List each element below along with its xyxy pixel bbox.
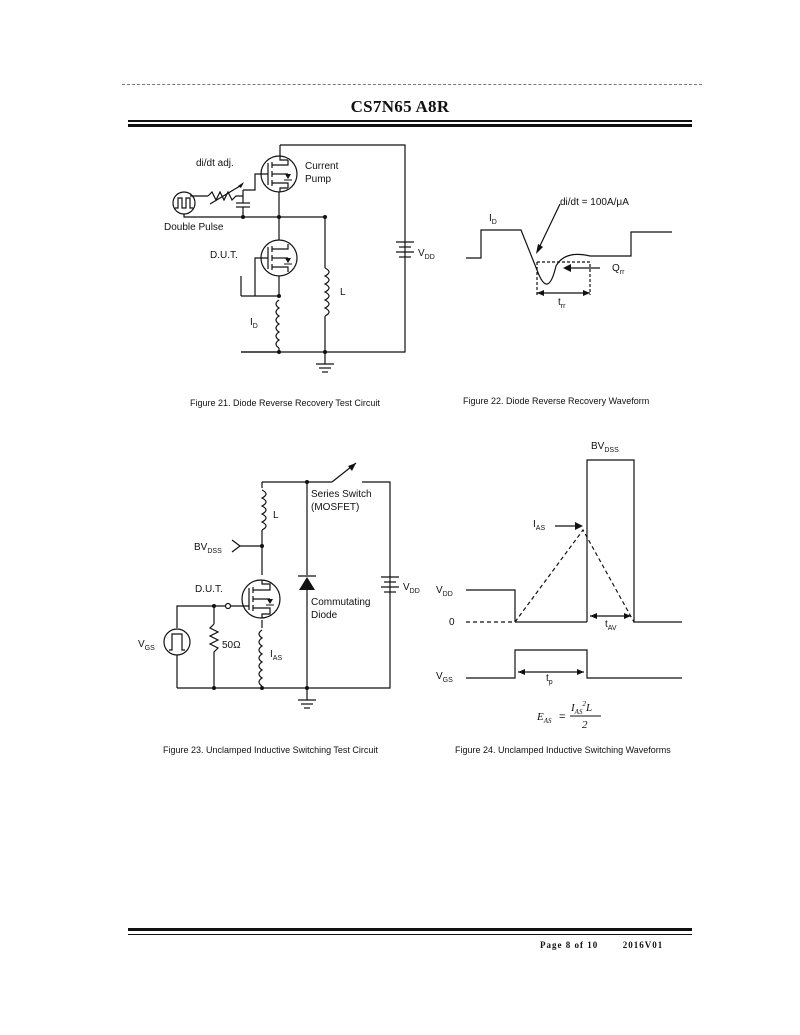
label-bvdss-sub: DSS <box>207 548 222 555</box>
footer-rule-bottom <box>128 934 692 935</box>
label-vdd-sub: DD <box>443 591 453 598</box>
svg-text:EAS: EAS <box>536 711 552 725</box>
svg-text:tp: tp <box>546 673 553 686</box>
page-title: CS7N65 A8R <box>350 97 450 116</box>
figure-21-caption: Figure 21. Diode Reverse Recovery Test C… <box>190 398 380 408</box>
label-vgs: V <box>436 671 443 682</box>
label-qrr-sub: rr <box>620 269 625 276</box>
label-didt-100: di/dt = 100A/μA <box>560 197 629 208</box>
footer: Page 8 of 10 2016V01 <box>540 940 663 950</box>
formula-e-sub: AS <box>543 717 552 725</box>
svg-text:Qrr: Qrr <box>612 263 625 276</box>
label-id-sub: D <box>253 323 258 330</box>
formula-den: 2 <box>582 719 588 731</box>
formula-i: I <box>570 702 576 714</box>
svg-text:BVDSS: BVDSS <box>194 542 222 555</box>
header-dashed-line <box>122 84 702 85</box>
label-vdd: V <box>436 585 443 596</box>
svg-text:BVDSS: BVDSS <box>591 441 619 454</box>
label-l: L <box>273 510 279 521</box>
label-qrr: Q <box>612 263 620 274</box>
svg-text:VDD: VDD <box>403 582 420 595</box>
svg-text:IAS: IAS <box>270 649 282 662</box>
label-current: Current <box>305 161 339 172</box>
label-50-ohm: 50Ω <box>222 640 241 651</box>
label-tp: t <box>546 673 549 684</box>
label-bvdss: BV <box>194 542 208 553</box>
label-trr: t <box>558 297 561 308</box>
label-vgs-sub: GS <box>443 677 453 684</box>
label-l: L <box>340 287 346 298</box>
label-vgs-sub: GS <box>145 645 155 652</box>
label-commutating: Commutating <box>311 597 370 608</box>
label-didt-adj: di/dt adj. <box>196 158 234 169</box>
formula-e: E <box>536 711 544 723</box>
eas-formula: EAS = IAS2L 2 <box>536 700 601 731</box>
label-ias: I <box>270 649 273 660</box>
label-tav: t <box>605 619 608 630</box>
svg-text:VGS: VGS <box>436 671 453 684</box>
label-series-switch: Series Switch <box>311 489 372 500</box>
label-vdd-sub: DD <box>410 588 420 595</box>
label-bvdss-sub: DSS <box>604 447 619 454</box>
label-id: I <box>489 213 492 224</box>
svg-text:VGS: VGS <box>138 639 155 652</box>
header-rule-bottom <box>128 124 692 127</box>
label-zero: 0 <box>449 617 455 628</box>
label-tp-sub: p <box>549 679 553 686</box>
svg-text:VDD: VDD <box>418 248 435 261</box>
formula-eq: = <box>559 711 565 723</box>
label-vdd: V <box>418 248 425 259</box>
label-vdd-sub: DD <box>425 254 435 261</box>
label-mosfet: (MOSFET) <box>311 502 359 513</box>
header-rule-top <box>128 120 692 122</box>
label-dut: D.U.T. <box>210 250 238 261</box>
label-ias-sub: AS <box>273 655 283 662</box>
svg-text:tAV: tAV <box>605 619 617 632</box>
footer-rule-top <box>128 928 692 931</box>
label-diode: Diode <box>311 610 338 621</box>
label-vgs: V <box>138 639 145 650</box>
svg-text:IAS: IAS <box>533 519 545 532</box>
page-number: Page 8 of 10 <box>540 940 599 950</box>
label-dut: D.U.T. <box>195 584 223 595</box>
svg-text:ID: ID <box>489 213 497 226</box>
label-trr-sub: rr <box>561 303 566 310</box>
label-vdd: V <box>403 582 410 593</box>
label-ias: I <box>533 519 536 530</box>
formula-sup: 2 <box>582 700 586 708</box>
document-version: 2016V01 <box>622 940 664 950</box>
figure-23-caption: Figure 23. Unclamped Inductive Switching… <box>163 745 378 755</box>
svg-text:IAS2L: IAS2L <box>570 700 592 716</box>
figure-24-caption: Figure 24. Unclamped Inductive Switching… <box>455 745 671 755</box>
label-id: I <box>250 317 253 328</box>
svg-text:VDD: VDD <box>436 585 453 598</box>
formula-i-sub: AS <box>574 708 583 716</box>
label-tav-sub: AV <box>608 625 617 632</box>
label-ias-sub: AS <box>536 525 546 532</box>
svg-text:ID: ID <box>250 317 258 330</box>
svg-text:trr: trr <box>558 297 566 310</box>
figure-22-caption: Figure 22. Diode Reverse Recovery Wavefo… <box>463 396 650 406</box>
formula-l: L <box>585 702 592 714</box>
label-bvdss: BV <box>591 441 605 452</box>
label-double-pulse: Double Pulse <box>164 222 224 233</box>
label-id-sub: D <box>492 219 497 226</box>
label-pump: Pump <box>305 174 332 185</box>
